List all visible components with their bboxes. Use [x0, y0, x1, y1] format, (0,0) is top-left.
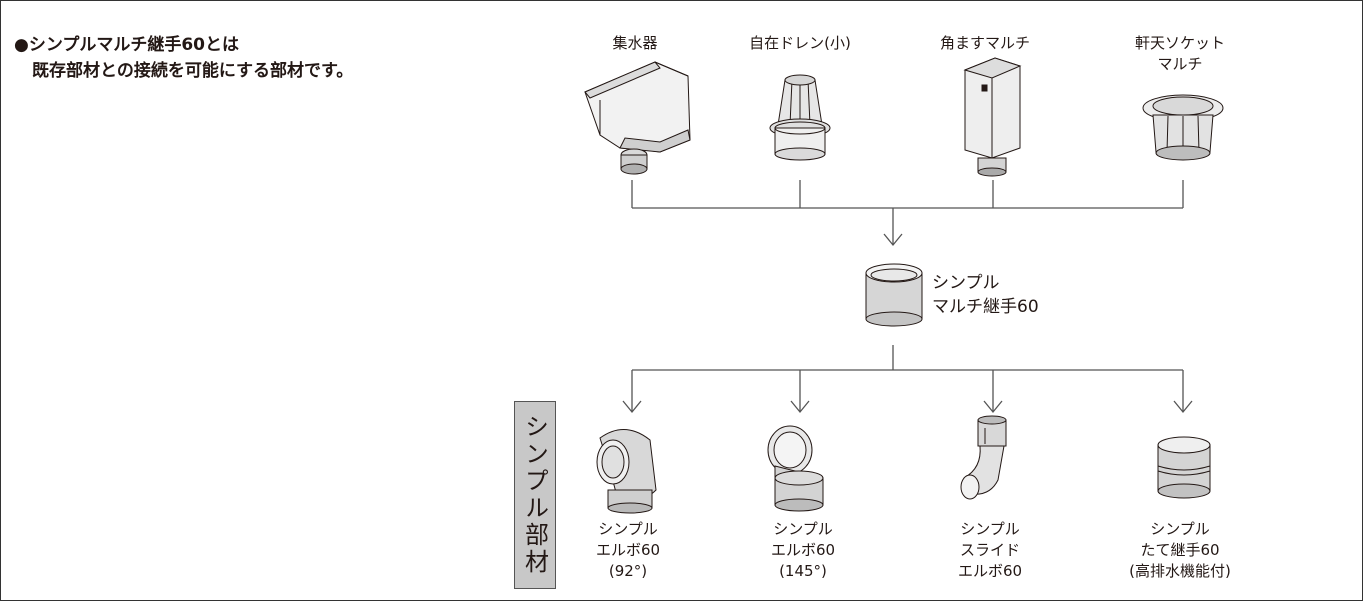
label-elbow-145: シンプル エルボ60 (145°) [770, 520, 836, 580]
label-jizai-drain: 自在ドレン(小) [749, 34, 851, 52]
soffit-socket-multi-icon [1143, 95, 1223, 160]
gutter-collector-icon [585, 62, 690, 174]
intro-text: ●シンプルマルチ継手60とは 既存部材との接続を可能にする部材です。 [14, 32, 353, 84]
label-slide-elbow-60: シンプル スライド エルボ60 [957, 520, 1023, 580]
square-box-multi-icon [965, 58, 1020, 176]
elbow-92-icon [597, 429, 656, 513]
label-nokiten-socket-multi: 軒天ソケット マルチ [1134, 34, 1225, 73]
arrow-down-bottom-3 [983, 400, 1003, 414]
simple-parts-side-label: シンプル部材 [514, 401, 556, 589]
arrow-down-bottom-4 [1173, 400, 1193, 414]
intro-description: 既存部材との接続を可能にする部材です。 [32, 61, 354, 81]
intro-title: ●シンプルマルチ継手60とは [14, 35, 239, 55]
label-tate-joint-60: シンプル たて継手60 (高排水機能付) [1129, 520, 1231, 580]
label-elbow-92: シンプル エルボ60 (92°) [595, 520, 661, 580]
elbow-145-icon [768, 426, 823, 511]
arrow-down-bottom-2 [790, 400, 810, 414]
arrow-down-center [883, 233, 903, 247]
label-kakumasu-multi: 角ますマルチ [939, 34, 1030, 52]
label-shusuiki: 集水器 [612, 34, 658, 52]
multi-joint-60-icon [866, 264, 922, 326]
slide-elbow-60-icon [961, 416, 1006, 499]
arrow-down-bottom-1 [622, 400, 642, 414]
tate-joint-60-icon [1158, 437, 1210, 498]
adjustable-drain-icon [770, 75, 830, 160]
connector-lines [622, 180, 1193, 414]
label-simple-multi-joint-60: シンプル マルチ継手60 [932, 273, 1039, 317]
